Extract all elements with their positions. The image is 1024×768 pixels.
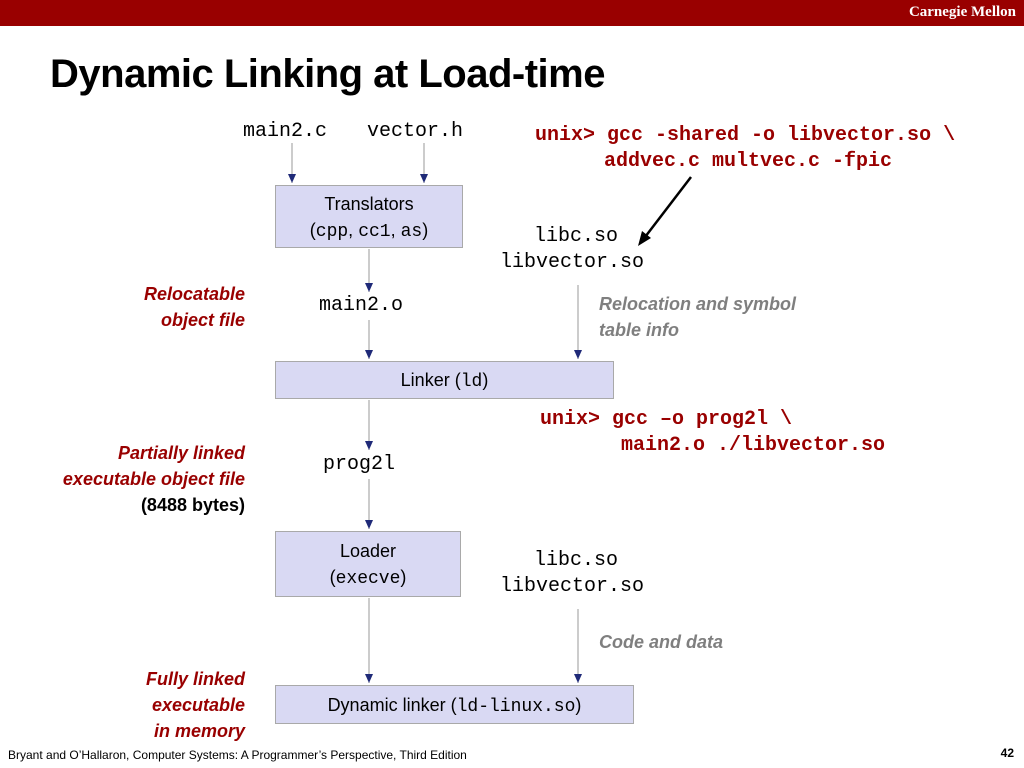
footer-citation: Bryant and O’Hallaron, Computer Systems:…: [8, 748, 467, 762]
institution-name: Carnegie Mellon: [908, 4, 1016, 20]
dynamic-linker-label: Dynamic linker (: [327, 695, 457, 715]
translators-tools: (cpp, cc1, as): [309, 220, 429, 242]
command-link-line2: main2.o ./libvector.so: [621, 434, 886, 457]
file-vector-h: vector.h: [367, 120, 464, 143]
command-shared-line1: unix> gcc -shared -o libvector.so \: [535, 124, 956, 147]
file-main2-c: main2.c: [243, 120, 328, 143]
page-number: 42: [1000, 746, 1014, 760]
loader-tool: (execve): [329, 567, 407, 589]
file-libvector-so-top: libvector.so: [500, 251, 645, 274]
dynamic-linker-tool: ld-linux.so: [456, 697, 576, 717]
dynamic-linker-box: Dynamic linker (ld-linux.so): [275, 685, 634, 724]
linker-tool: ld: [460, 372, 483, 392]
note-relocation-symbol-info: Relocation and symbol table info: [599, 294, 797, 340]
translators-label: Translators: [324, 194, 414, 214]
loader-box: Loader (execve): [275, 531, 461, 597]
file-libc-so-bottom: libc.so: [534, 549, 619, 572]
file-libc-so-top: libc.so: [534, 225, 619, 248]
file-prog2l: prog2l: [323, 453, 396, 476]
command-link-line1: unix> gcc –o prog2l \: [540, 408, 793, 431]
label-fully-linked: Fully linked executable in memory: [145, 669, 245, 741]
header-bar: Carnegie Mellon: [0, 0, 1024, 26]
arrow-command-to-libvector: [641, 176, 692, 242]
command-shared-line2: addvec.c multvec.c -fpic: [604, 150, 893, 173]
translators-box: Translators (cpp, cc1, as): [275, 185, 463, 248]
label-partially-linked: Partially linked executable object file …: [62, 443, 245, 515]
loader-label: Loader: [339, 541, 397, 561]
linker-label: Linker (: [400, 370, 461, 390]
file-main2-o: main2.o: [319, 294, 404, 317]
file-libvector-so-bottom: libvector.so: [500, 575, 645, 598]
linker-box: Linker (ld): [275, 361, 614, 399]
label-relocatable-object-file: Relocatable object file: [143, 284, 245, 330]
note-code-and-data: Code and data: [599, 632, 724, 652]
slide-title: Dynamic Linking at Load-time: [50, 52, 605, 96]
